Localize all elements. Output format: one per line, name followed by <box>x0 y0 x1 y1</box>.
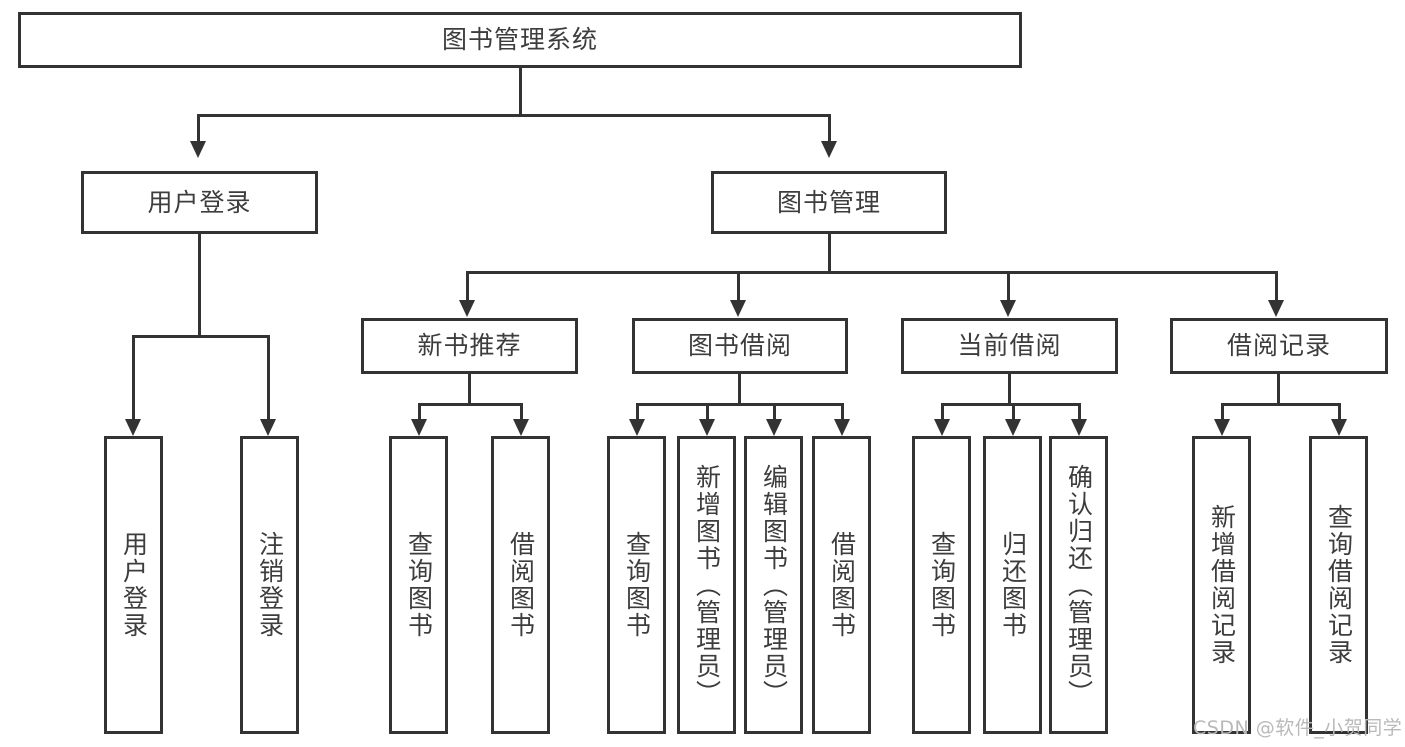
connector-bookborrow-leaf-4 <box>841 403 844 419</box>
node-book-borrow[interactable]: 图书借阅 <box>632 318 848 374</box>
leaf-label: 查询图书 <box>404 531 434 639</box>
leaf-borrow-book[interactable]: 借阅图书 <box>812 436 871 734</box>
arrowhead-currentborrow-leaf-1 <box>934 419 950 436</box>
arrowhead-bm-to-new-book <box>459 300 475 317</box>
node-book-management[interactable]: 图书管理 <box>711 171 947 234</box>
leaf-query-book-current[interactable]: 查询图书 <box>912 436 971 734</box>
connector-borrowrecord-leaf-1 <box>1221 403 1224 419</box>
node-current-borrow[interactable]: 当前借阅 <box>901 318 1118 374</box>
connector-user-login-stem <box>198 234 201 338</box>
leaf-edit-book-admin[interactable]: 编辑图书（管理员） <box>744 436 803 734</box>
arrowhead-borrowrecord-leaf-1 <box>1214 419 1230 436</box>
arrowhead-bookborrow-leaf-2 <box>699 419 715 436</box>
arrowhead-bm-to-borrow-record <box>1268 300 1284 317</box>
connector-newbook-leaf-1 <box>418 403 421 419</box>
leaf-return-book[interactable]: 归还图书 <box>983 436 1042 734</box>
leaf-label: 确认归还（管理员） <box>1064 463 1094 707</box>
leaf-logout[interactable]: 注销登录 <box>240 436 299 734</box>
node-label: 图书管理系统 <box>441 25 598 54</box>
node-borrow-record[interactable]: 借阅记录 <box>1170 318 1388 374</box>
leaf-label: 新增图书（管理员） <box>692 463 722 707</box>
connector-root-stem <box>519 68 522 116</box>
node-root-book-management-system[interactable]: 图书管理系统 <box>18 12 1022 68</box>
connector-root-to-book-management <box>828 114 831 141</box>
connector-bookborrow-leaf-3 <box>773 403 776 419</box>
connector-book-management-bus <box>466 271 1278 274</box>
leaf-add-book-admin[interactable]: 新增图书（管理员） <box>677 436 736 734</box>
node-new-book-recommend[interactable]: 新书推荐 <box>361 318 578 374</box>
connector-root-to-user-login <box>197 114 200 141</box>
node-label: 新书推荐 <box>417 331 522 360</box>
connector-borrowrecord-stem <box>1277 374 1280 406</box>
connector-bookborrow-leaf-2 <box>706 403 709 419</box>
leaf-confirm-return-admin[interactable]: 确认归还（管理员） <box>1049 436 1108 734</box>
leaf-label: 查询借阅记录 <box>1324 504 1354 666</box>
node-label: 用户登录 <box>147 187 252 217</box>
leaf-label: 查询图书 <box>622 531 652 639</box>
node-label: 借阅记录 <box>1226 331 1331 360</box>
connector-currentborrow-leaf-2 <box>1012 403 1015 419</box>
leaf-label: 用户登录 <box>119 531 149 639</box>
leaf-user-login[interactable]: 用户登录 <box>104 436 163 734</box>
arrowhead-bookborrow-leaf-4 <box>834 419 850 436</box>
connector-bookborrow-leaf-1 <box>636 403 639 419</box>
connector-borrowrecord-leaf-2 <box>1338 403 1341 419</box>
arrowhead-currentborrow-leaf-2 <box>1005 419 1021 436</box>
arrowhead-newbook-leaf-2 <box>513 419 529 436</box>
node-label: 图书管理 <box>776 187 881 217</box>
leaf-borrow-book-recommend[interactable]: 借阅图书 <box>491 436 550 734</box>
arrowhead-bm-to-book-borrow <box>730 300 746 317</box>
arrowhead-bm-to-current-borrow <box>1000 300 1016 317</box>
leaf-label: 新增借阅记录 <box>1207 504 1237 666</box>
arrowhead-newbook-leaf-1 <box>411 419 427 436</box>
connector-bm-to-new-book <box>466 271 469 300</box>
connector-bookborrow-stem <box>738 374 741 406</box>
connector-borrowrecord-bus <box>1221 403 1341 406</box>
connector-user-login-bus <box>132 335 270 338</box>
leaf-label: 归还图书 <box>998 531 1028 639</box>
node-label: 当前借阅 <box>957 331 1062 360</box>
connector-newbook-leaf-2 <box>520 403 523 419</box>
connector-currentborrow-leaf-3 <box>1078 403 1081 419</box>
arrowhead-borrowrecord-leaf-2 <box>1331 419 1347 436</box>
arrowhead-root-to-user-login <box>190 141 206 158</box>
arrowhead-user-login-leaf-1 <box>125 419 141 436</box>
arrowhead-user-login-leaf-2 <box>260 419 276 436</box>
leaf-query-book-recommend[interactable]: 查询图书 <box>389 436 448 734</box>
connector-user-login-to-leaf-2 <box>267 335 270 419</box>
arrowhead-bookborrow-leaf-1 <box>629 419 645 436</box>
leaf-label: 注销登录 <box>255 531 285 639</box>
connector-currentborrow-bus <box>941 403 1081 406</box>
node-label: 图书借阅 <box>687 331 792 360</box>
arrowhead-currentborrow-leaf-3 <box>1071 419 1087 436</box>
leaf-add-borrow-record[interactable]: 新增借阅记录 <box>1192 436 1251 734</box>
arrowhead-bookborrow-leaf-3 <box>766 419 782 436</box>
leaf-query-borrow-record[interactable]: 查询借阅记录 <box>1309 436 1368 734</box>
leaf-label: 查询图书 <box>927 531 957 639</box>
leaf-label: 编辑图书（管理员） <box>759 463 789 707</box>
leaf-label: 借阅图书 <box>827 531 857 639</box>
connector-currentborrow-leaf-1 <box>941 403 944 419</box>
connector-newbook-bus <box>418 403 523 406</box>
node-user-login[interactable]: 用户登录 <box>81 171 318 234</box>
watermark-text: CSDN @软件_小贺同学 <box>1193 717 1403 739</box>
connector-bm-to-borrow-record <box>1275 271 1278 300</box>
connector-newbook-stem <box>468 374 471 406</box>
arrowhead-root-to-book-management <box>821 141 837 158</box>
leaf-label: 借阅图书 <box>506 531 536 639</box>
leaf-query-book-borrow[interactable]: 查询图书 <box>607 436 666 734</box>
connector-bm-to-current-borrow <box>1007 271 1010 300</box>
connector-bookborrow-bus <box>636 403 844 406</box>
connector-book-management-stem <box>828 234 831 274</box>
connector-root-bus <box>197 114 831 117</box>
connector-bm-to-book-borrow <box>737 271 740 300</box>
connector-currentborrow-stem <box>1008 374 1011 406</box>
connector-user-login-to-leaf-1 <box>132 335 135 419</box>
